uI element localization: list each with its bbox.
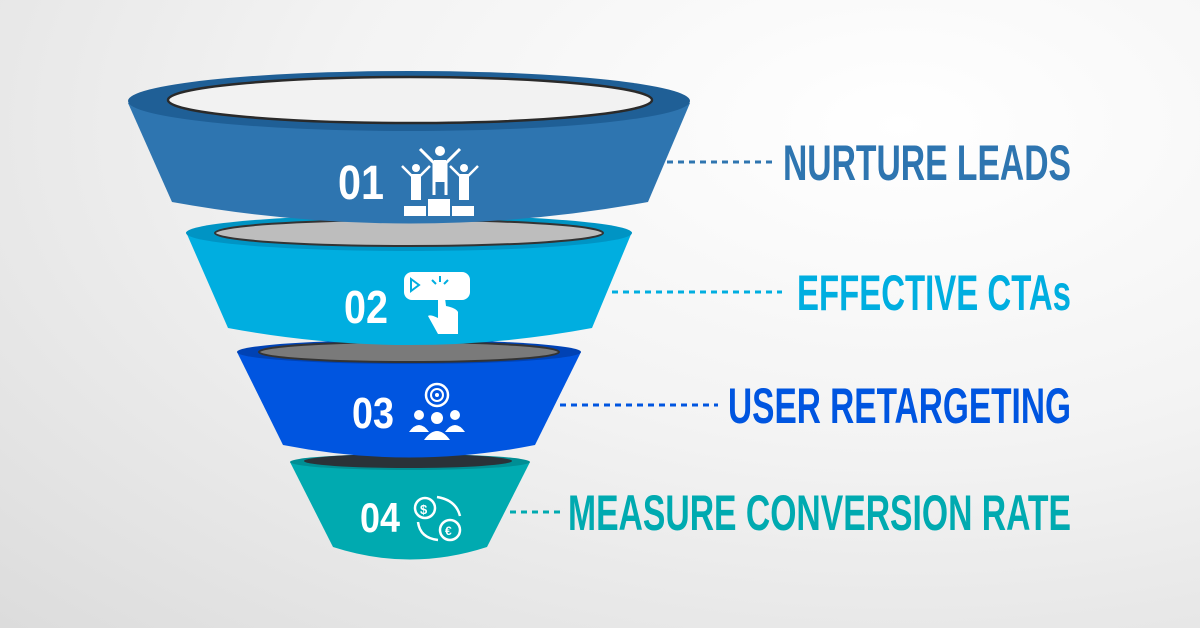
stage-number-3: 03 [352,389,394,438]
click-button-icon [404,272,470,334]
funnel-tier-1: 01 [128,71,690,224]
funnel-tier-2: 02 [186,215,632,345]
stage-number-1: 01 [338,157,384,210]
podium-winners-icon [401,146,479,216]
svg-text:$: $ [420,502,428,517]
stage-number-2: 02 [344,281,388,333]
currency-exchange-icon: $ € [413,495,462,542]
stage-label-3: USER RETARGETING [728,378,1071,434]
funnel-tier-3: 03 [237,340,581,458]
stage-label-1: NURTURE LEADS [783,135,1071,191]
stage-number-4: 04 [360,494,401,541]
stage-label-2: EFFECTIVE CTAs [797,265,1071,321]
svg-text:€: € [445,524,452,538]
stage-label-4: MEASURE CONVERSION RATE [568,485,1071,541]
funnel-tier-4: 04 $ € [290,454,530,560]
target-audience-icon [409,382,465,440]
